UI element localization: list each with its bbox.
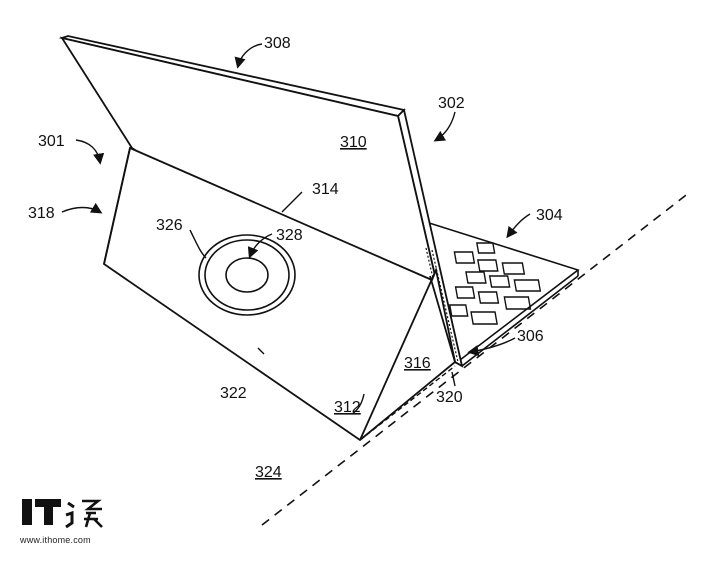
ithome-logo xyxy=(22,499,103,529)
label-308: 308 xyxy=(264,35,291,52)
label-306: 306 xyxy=(517,328,544,345)
label-324: 324 xyxy=(255,464,282,481)
leader-lines xyxy=(61,43,531,415)
kickstand-bottom-dashed xyxy=(359,365,456,441)
label-302: 302 xyxy=(438,95,465,112)
label-310: 310 xyxy=(340,134,367,151)
label-318: 318 xyxy=(28,205,55,222)
label-328: 328 xyxy=(276,227,303,244)
label-316: 316 xyxy=(404,355,431,372)
camera-module xyxy=(198,234,296,316)
ground-line xyxy=(261,191,691,526)
label-322: 322 xyxy=(220,385,247,402)
watermark-url: www.ithome.com xyxy=(20,535,91,545)
keyboard-keys xyxy=(448,242,542,325)
label-312: 312 xyxy=(334,399,361,416)
label-304: 304 xyxy=(536,207,563,224)
label-314: 314 xyxy=(312,181,339,198)
label-301: 301 xyxy=(38,133,65,150)
label-320: 320 xyxy=(436,389,463,406)
kickstand xyxy=(102,146,456,442)
reference-labels: 308 302 310 301 314 304 318 326 328 306 … xyxy=(28,35,563,481)
label-326: 326 xyxy=(156,217,183,234)
